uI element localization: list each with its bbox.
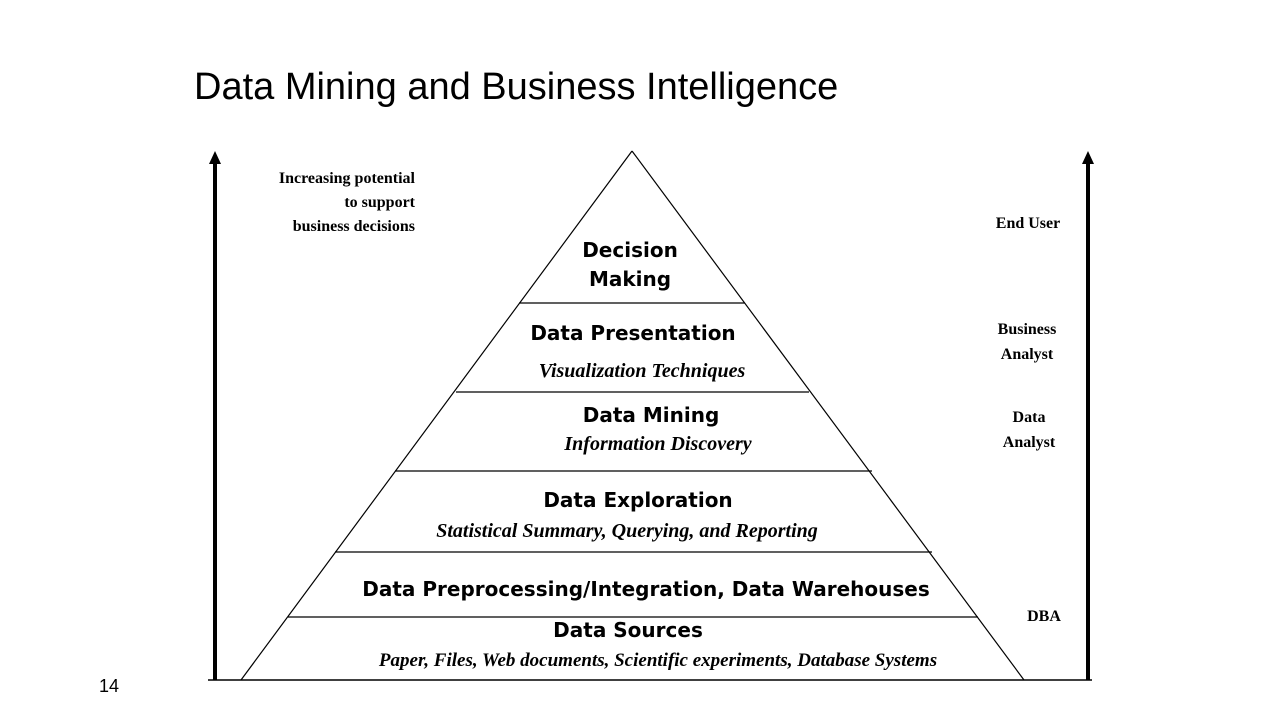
level-data-sources-title: Data Sources	[553, 618, 703, 642]
role-dba: DBA	[1027, 605, 1061, 629]
role-line: Analyst	[1002, 434, 1056, 451]
level-preprocessing-title: Data Preprocessing/Integration, Data War…	[362, 577, 930, 601]
pyramid-right-side	[631, 150, 1025, 681]
left-axis-label-line: to support	[344, 194, 415, 211]
role-line: Business	[997, 321, 1057, 338]
pyramid-left-side	[240, 150, 633, 681]
left-axis-label: Increasing potential to support business…	[279, 167, 415, 239]
role-line: DBA	[1027, 608, 1061, 625]
role-line: Analyst	[1000, 346, 1054, 363]
right-arrow-head	[1082, 151, 1094, 164]
level-data-mining-title: Data Mining	[582, 403, 720, 427]
role-end-user: End User	[996, 212, 1060, 236]
role-business-analyst: Business Analyst	[998, 317, 1057, 367]
role-line: Data	[1012, 409, 1046, 426]
left-arrow-head	[209, 151, 221, 164]
level-title-line: Making	[588, 267, 672, 291]
left-axis-label-line: business decisions	[292, 218, 415, 235]
slide-title: Data Mining and Business Intelligence	[194, 66, 839, 108]
level-title-line: Decision	[582, 238, 678, 262]
level-decision-making: Decision Making	[582, 236, 678, 294]
role-data-analyst: Data Analyst	[1003, 405, 1055, 455]
page-number: 14	[99, 676, 120, 696]
level-data-presentation-title: Data Presentation	[530, 321, 736, 345]
level-data-mining-subtitle: Information Discovery	[564, 433, 752, 455]
level-data-presentation-subtitle: Visualization Techniques	[538, 360, 746, 382]
role-line: End User	[995, 215, 1061, 232]
level-data-sources-subtitle: Paper, Files, Web documents, Scientific …	[378, 650, 938, 671]
left-axis-label-line: Increasing potential	[278, 170, 415, 187]
level-data-exploration-subtitle: Statistical Summary, Querying, and Repor…	[436, 520, 818, 542]
level-data-exploration-title: Data Exploration	[543, 488, 733, 512]
